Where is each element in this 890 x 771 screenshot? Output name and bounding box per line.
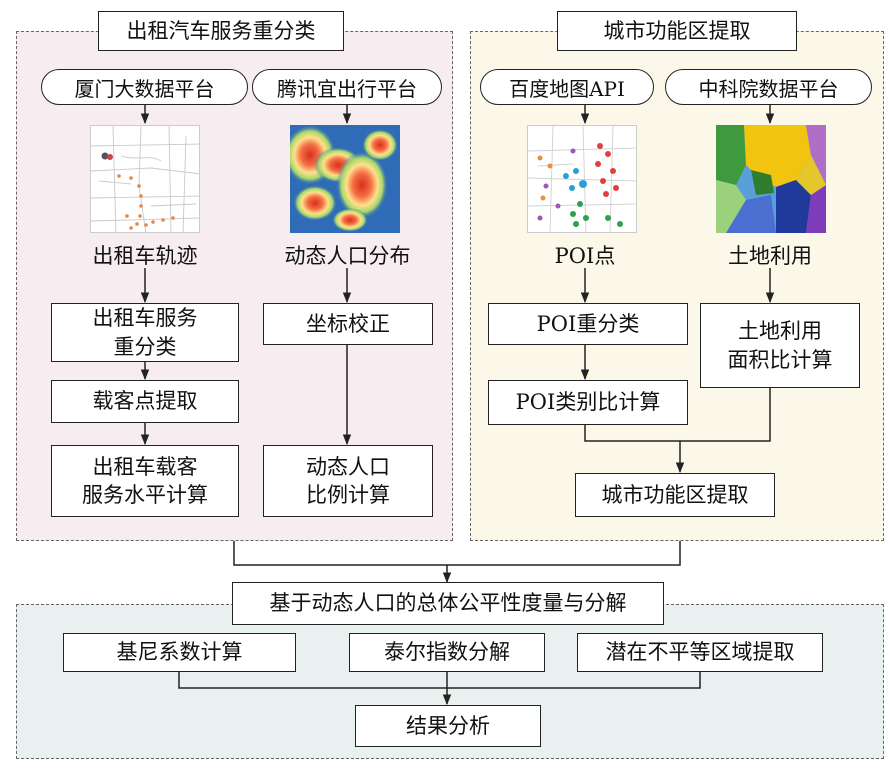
urban-function-extraction-box: 城市功能区提取 bbox=[575, 473, 775, 517]
urban-function-panel bbox=[470, 31, 884, 541]
population-distribution-label: 动态人口分布 bbox=[284, 244, 411, 268]
taxi-trajectory-map bbox=[90, 125, 200, 233]
coordinate-correction-box: 坐标校正 bbox=[263, 303, 433, 345]
poi-points-map bbox=[527, 125, 637, 233]
taxi-trajectory-label: 出租车轨迹 bbox=[92, 244, 198, 268]
merge-lines bbox=[584, 388, 771, 442]
bottom-panel-title: 基于动态人口的总体公平性度量与分解 bbox=[232, 582, 664, 625]
cas-data-platform: 中科院数据平台 bbox=[665, 69, 872, 105]
land-use-label: 土地利用 bbox=[728, 244, 812, 268]
poi-reclass-box: POI重分类 bbox=[488, 303, 688, 345]
right-panel-title: 城市功能区提取 bbox=[557, 11, 797, 51]
land-area-ratio-box: 土地利用 面积比计算 bbox=[700, 303, 860, 388]
taxi-service-reclass-box: 出租车服务 重分类 bbox=[51, 303, 239, 362]
tencent-travel-platform: 腾讯宜出行平台 bbox=[252, 69, 442, 105]
equity-measure-panel bbox=[16, 604, 884, 759]
poi-label: POI点 bbox=[554, 244, 616, 268]
gini-box: 基尼系数计算 bbox=[63, 633, 296, 672]
methods-merge-lines bbox=[178, 672, 701, 689]
inequality-area-box: 潜在不平等区域提取 bbox=[577, 633, 823, 672]
population-heatmap bbox=[290, 125, 400, 233]
theil-box: 泰尔指数分解 bbox=[349, 633, 545, 672]
baidu-map-api: 百度地图API bbox=[480, 69, 654, 105]
result-analysis-box: 结果分析 bbox=[355, 705, 541, 747]
left-panel-title: 出租汽车服务重分类 bbox=[98, 11, 344, 51]
poi-ratio-box: POI类别比计算 bbox=[488, 380, 688, 425]
xiamen-data-platform: 厦门大数据平台 bbox=[41, 69, 248, 105]
population-ratio-box: 动态人口 比例计算 bbox=[263, 445, 433, 517]
land-use-map bbox=[716, 125, 826, 233]
taxi-service-level-box: 出租车载客 服务水平计算 bbox=[51, 445, 239, 517]
panels-merge-lines bbox=[233, 541, 681, 566]
pickup-extraction-box: 载客点提取 bbox=[51, 380, 239, 423]
